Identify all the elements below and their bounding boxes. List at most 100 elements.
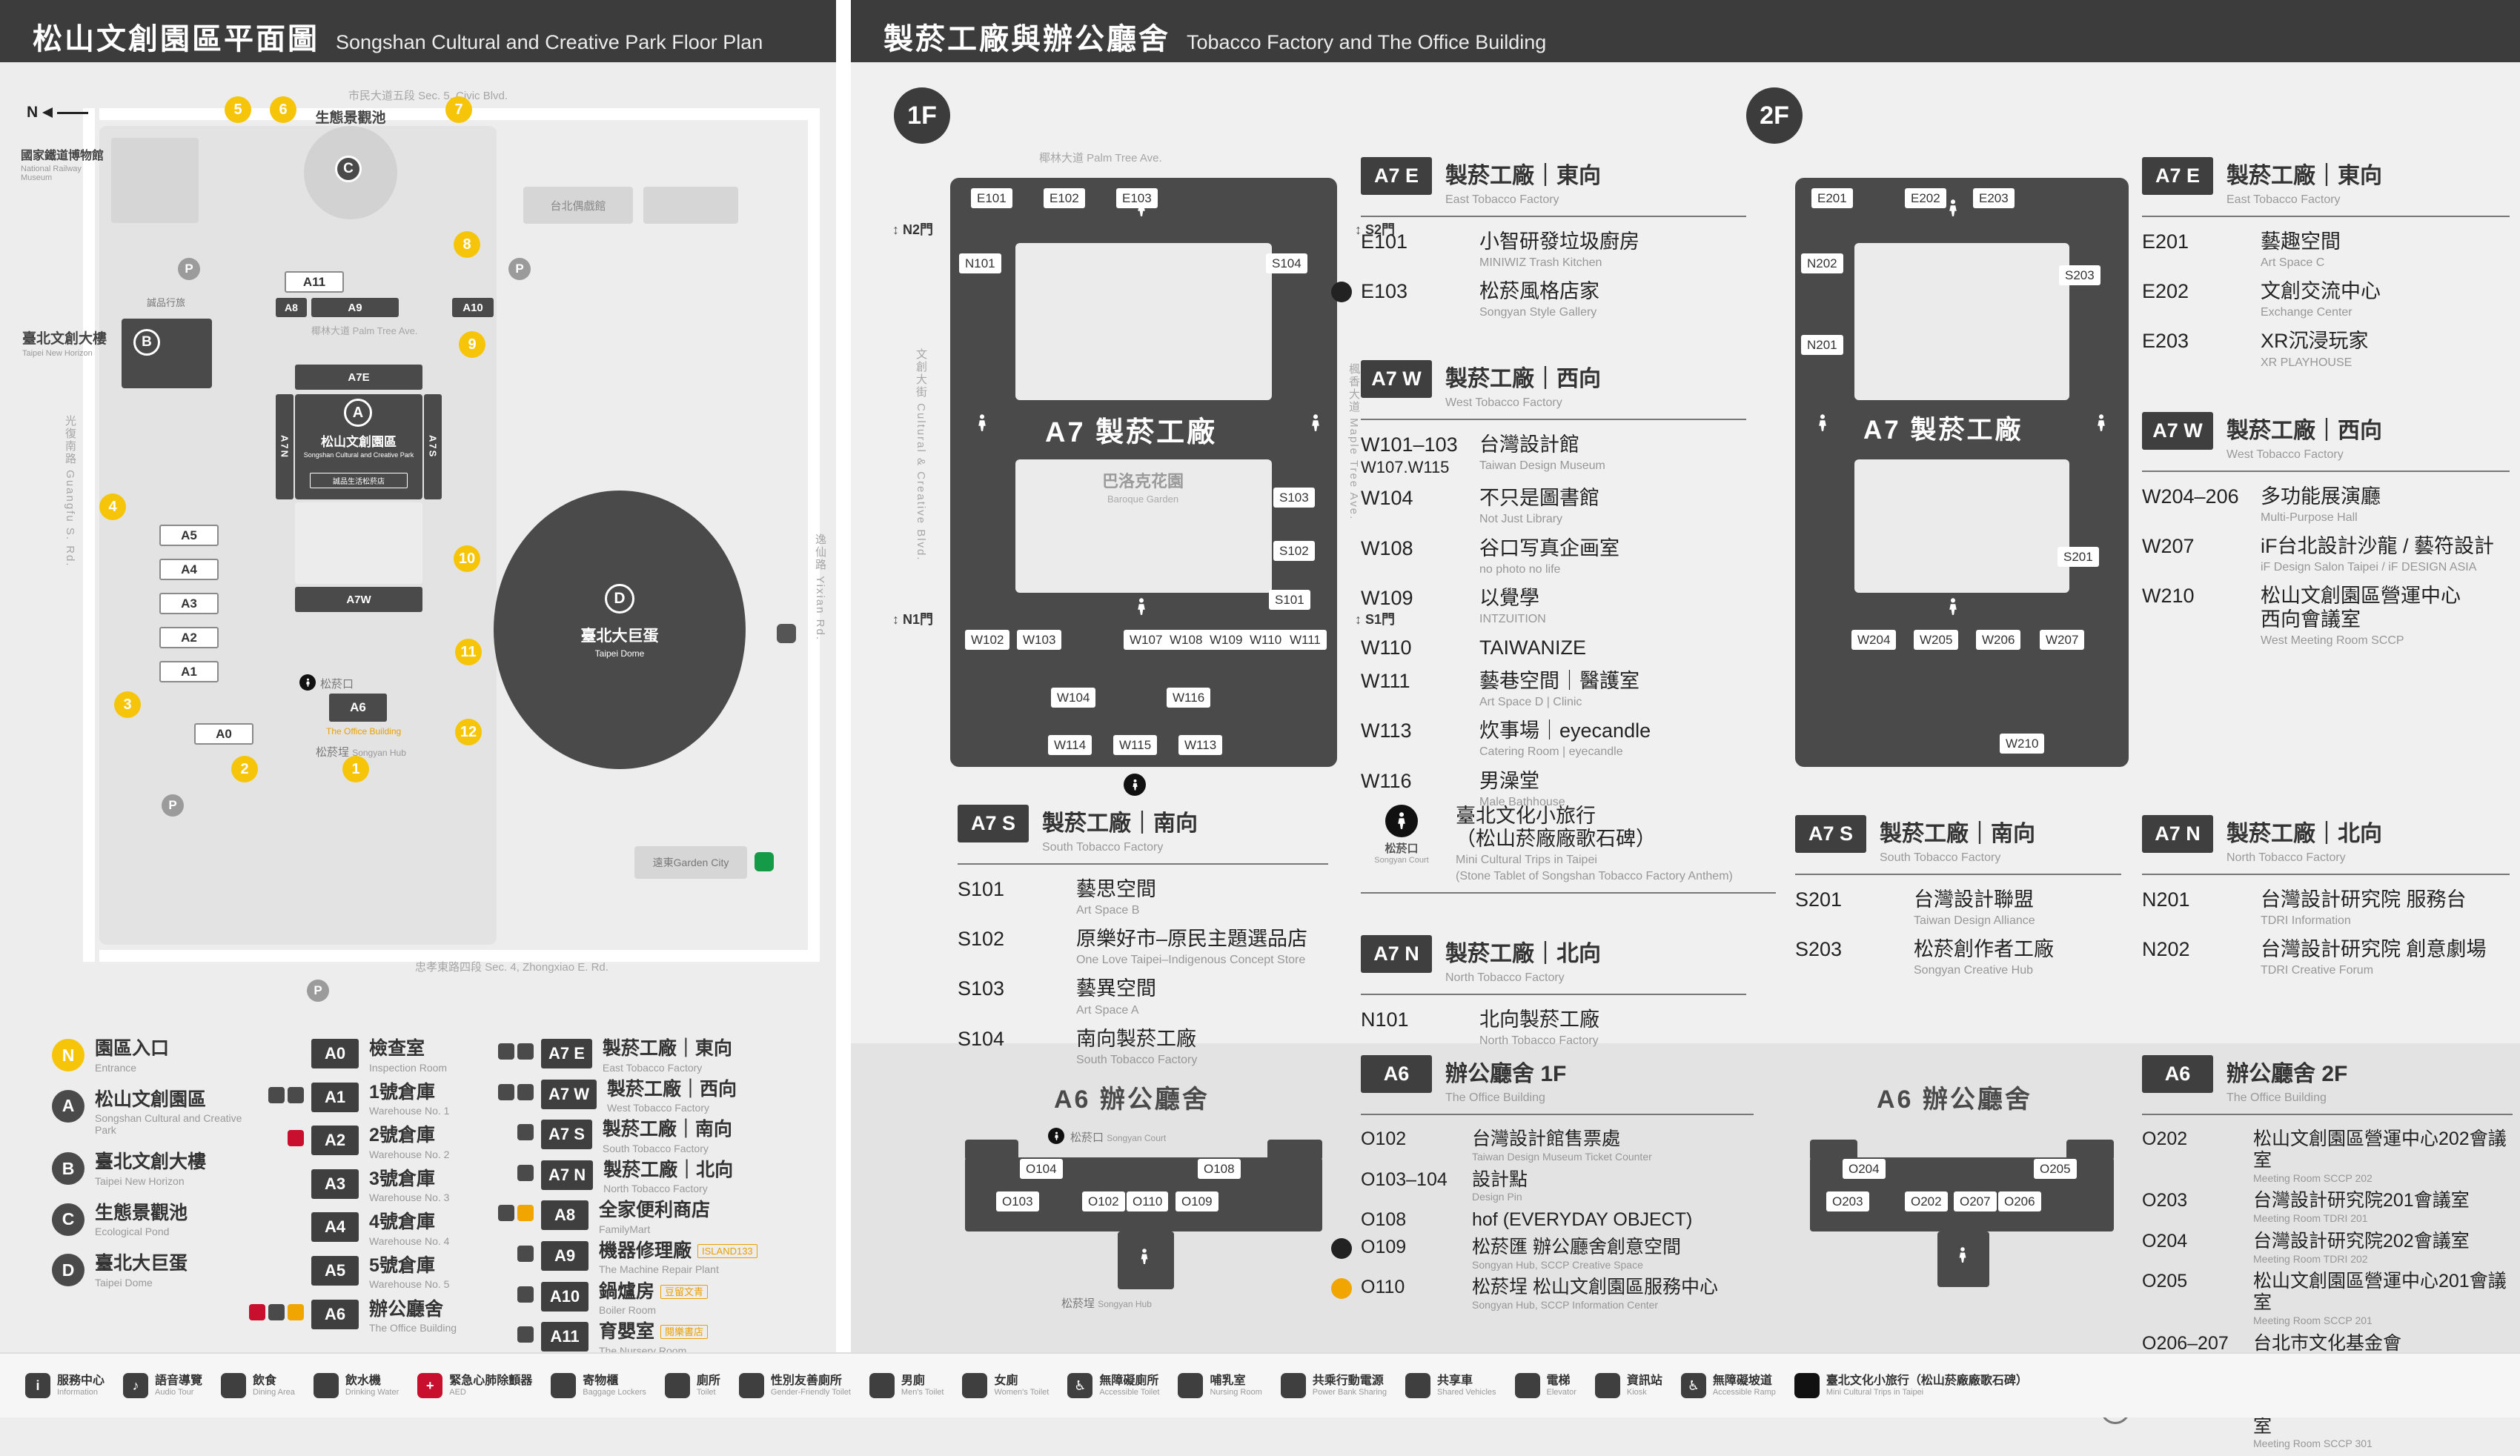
- park-core-label: 松山文創園區 Songshan Cultural and Creative Pa…: [303, 435, 414, 459]
- facility-icon: [517, 1083, 534, 1100]
- room-code: E203: [2142, 330, 2189, 353]
- room-chip: W113: [1178, 735, 1223, 755]
- office-building-1f-plan: A6 辦公廳舍 松菸口 Songyan Court 松菸埕 Songyan Hu…: [950, 1061, 1337, 1328]
- gate-s2: S2門: [1355, 219, 1395, 239]
- room-name-en: Art Space C: [2261, 256, 2325, 270]
- room-chip: O202: [1905, 1191, 1948, 1211]
- room-code: S101: [958, 878, 1005, 900]
- building-badge: A7 E: [541, 1039, 592, 1068]
- room-name-en: South Tobacco Factory: [1076, 1053, 1198, 1066]
- room-code: W113: [1361, 719, 1412, 742]
- divider: [1361, 216, 1746, 217]
- directory-entry: W210 松山文創園區營運中心 西向會議室 West Meeting Room …: [2142, 585, 2510, 647]
- restroom-icon: [1949, 199, 1957, 216]
- room-name-en: no photo no life: [1479, 562, 1561, 576]
- legend-item: i 服務中心 Information: [25, 1373, 105, 1398]
- songyan-court-label: 松菸口 Songyan Court: [1070, 1131, 1167, 1144]
- room-name-en: TDRI Information: [2261, 914, 2351, 928]
- room-code: O108: [1361, 1209, 1407, 1231]
- legend-item: 飲食 Dining Area: [221, 1373, 295, 1398]
- building-chip: A3: [159, 593, 219, 614]
- facility-icon: [517, 1164, 534, 1181]
- room-name-zh: 台灣設計館: [1479, 433, 1579, 456]
- room-name-en: Meeting Room TDRI 201: [2253, 1212, 2368, 1225]
- room-name-zh: 松菸埕 松山文創園區服務中心: [1472, 1277, 1718, 1298]
- building-a6-bar: A6: [329, 694, 387, 722]
- legend-building-item: A3 3號倉庫 Warehouse No. 3: [245, 1169, 474, 1204]
- legend-item: 男廁 Men's Toilet: [869, 1373, 944, 1398]
- building-badge: A9: [541, 1240, 588, 1271]
- room-name-zh: 設計點: [1472, 1169, 1528, 1190]
- directory-entry: S102 原樂好市–原民主題選品店 One Love Taipei–Indige…: [958, 928, 1328, 967]
- room-chip: W102: [965, 630, 1010, 650]
- legend-building-item: A11 育嬰室閱樂書店 The Nursery Room: [474, 1321, 836, 1357]
- entrance-marker: 1: [342, 756, 369, 782]
- floor-2f-badge: 2F: [1746, 87, 1803, 144]
- facility-icon: [869, 1373, 895, 1398]
- legend-building-item: A0 檢查室 Inspection Room: [245, 1038, 474, 1074]
- street-palm-tree-ave: 椰林大道 Palm Tree Ave.: [1039, 152, 1162, 164]
- divider: [958, 863, 1328, 865]
- room-code: W110: [1361, 636, 1412, 659]
- directory-entry: E202 文創交流中心 Exchange Center: [2142, 280, 2510, 319]
- room-name-zh: iF台北設計沙龍 / 藝符設計: [2261, 535, 2494, 558]
- directory-entry: W204–206 多功能展演廳 Multi-Purpose Hall: [2142, 485, 2510, 525]
- room-chip: W204: [1851, 630, 1897, 650]
- room-name-en: Taiwan Design Museum: [1479, 459, 1605, 473]
- facility-icon: [498, 1043, 514, 1060]
- room-name-zh: 以覺學: [1479, 586, 1539, 609]
- room-name-en: West Meeting Room SCCP: [2261, 634, 2404, 647]
- entrance-marker: 3: [114, 691, 141, 718]
- legend-area-item: A 松山文創園區 Songshan Cultural and Creative …: [52, 1089, 259, 1137]
- garden-city-block: 遠東Garden City: [634, 846, 747, 879]
- facility-icon: ♪: [123, 1373, 149, 1398]
- legend-item: 共乘行動電源 Power Bank Sharing: [1280, 1373, 1387, 1398]
- facility-icon: ♿: [1067, 1373, 1093, 1398]
- room-name-zh: hof (EVERYDAY OBJECT): [1472, 1209, 1693, 1231]
- room-chip: S101: [1269, 590, 1310, 610]
- office-stub: [1118, 1231, 1174, 1289]
- facility-icon: [221, 1373, 247, 1398]
- room-name-en: Not Just Library: [1479, 513, 1563, 526]
- room-code: N101: [1361, 1008, 1409, 1031]
- facility-icon: [498, 1205, 514, 1222]
- room-name-en: Taiwan Design Museum Ticket Counter: [1472, 1150, 1652, 1163]
- facility-icon: [517, 1326, 534, 1343]
- room-chip: E103: [1116, 188, 1158, 208]
- factory-label: A7 製菸工廠: [1045, 417, 1218, 448]
- legend-building-item: A6 辦公廳舍 The Office Building: [245, 1299, 474, 1334]
- building-a8: A8: [276, 298, 307, 317]
- room-chip: W207: [2040, 630, 2085, 650]
- divider: [2142, 874, 2510, 875]
- directory-entry: W207 iF台北設計沙龍 / 藝符設計 iF Design Salon Tai…: [2142, 535, 2510, 574]
- building-badge: A6: [311, 1299, 359, 1329]
- room-code: W108: [1361, 536, 1413, 559]
- directory-entry: W104 不只是圖書館 Not Just Library: [1361, 487, 1746, 526]
- courtyard-north: [1854, 243, 2069, 400]
- section-badge: A7 N: [1361, 935, 1432, 973]
- room-chip: O104: [1020, 1159, 1063, 1179]
- restroom-icon: [1141, 1249, 1148, 1264]
- building-chip: A2: [159, 627, 219, 648]
- directory-entry: N202 台灣設計研究院 創意劇場 TDRI Creative Forum: [2142, 938, 2510, 977]
- room-name-en: Catering Room | eyecandle: [1479, 745, 1623, 759]
- park-pin: A: [344, 399, 372, 427]
- courtyard-north: [1015, 243, 1272, 400]
- directory-entry: S101 藝思空間 Art Space B: [958, 878, 1328, 917]
- room-name-zh: 松菸創作者工廠: [1914, 938, 2054, 961]
- room-chip: O206: [1998, 1191, 2041, 1211]
- legend-item: 飲水機 Drinking Water: [313, 1373, 399, 1398]
- street-maple-ave: 楓香大道 Maple Tree Ave.: [1347, 363, 1360, 521]
- taipei-new-horizon-block: [122, 319, 212, 388]
- legend-item: 資訊站 Kiosk: [1594, 1373, 1662, 1398]
- room-code: O103–104: [1361, 1169, 1448, 1190]
- room-name-zh: 台灣設計研究院201會議室: [2253, 1190, 2470, 1211]
- room-name-en: Meeting Room SCCP 201: [2253, 1314, 2373, 1326]
- entry-icon: [1331, 1237, 1352, 1259]
- divider: [1361, 892, 1776, 894]
- room-name-zh: 藝異空間: [1076, 977, 1156, 1000]
- walking-tour-icon: [1048, 1128, 1064, 1144]
